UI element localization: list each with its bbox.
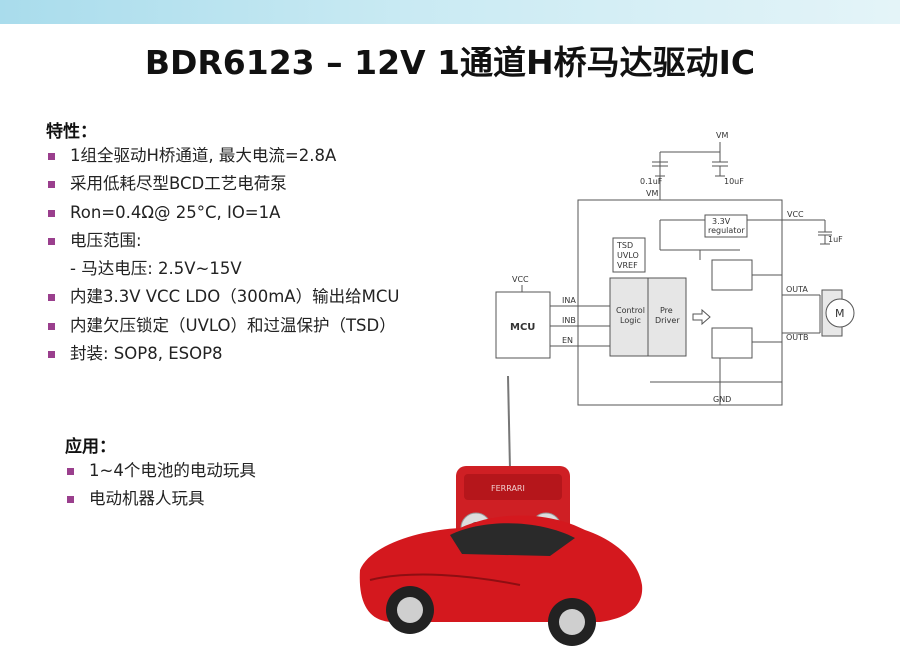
application-text: 电动机器人玩具 — [89, 489, 205, 509]
bullet-icon — [67, 468, 74, 475]
diagram-vcc-label: VCC — [512, 275, 529, 284]
diagram-mcu: MCU — [510, 322, 535, 333]
feature-item: - 马达电压: 2.5V~15V — [46, 255, 399, 283]
application-item: 电动机器人玩具 — [65, 485, 256, 513]
diagram-tsd-2: UVLO — [617, 251, 639, 260]
feature-text: 采用低耗尽型BCD工艺电荷泵 — [70, 174, 287, 194]
feature-text: 1组全驱动H桥通道, 最大电流=2.8A — [70, 146, 337, 165]
diagram-outb: OUTB — [786, 333, 809, 342]
bullet-icon — [48, 209, 55, 217]
diagram-tsd-1: TSD — [616, 241, 633, 250]
feature-text: 内建欠压锁定（UVLO）和过温保护（TSD） — [70, 315, 396, 335]
diagram-control-1: Control — [616, 306, 645, 315]
diagram-outa: OUTA — [786, 285, 808, 294]
feature-text: - 马达电压: 2.5V~15V — [70, 259, 242, 279]
feature-text: 电压范围: — [70, 230, 142, 250]
remote-brand: FERRARI — [491, 484, 525, 493]
diagram-cap2: 10uF — [724, 177, 744, 186]
bullet-icon — [48, 351, 55, 359]
bullet-icon — [48, 153, 55, 160]
diagram-tsd-3: VREF — [617, 261, 638, 270]
feature-text: 封装: SOP8, ESOP8 — [70, 344, 223, 364]
diagram-motor: M — [835, 307, 845, 320]
applications-list: 1~4个电池的电动玩具电动机器人玩具 — [65, 457, 256, 514]
diagram-pre-1: Pre — [660, 306, 673, 315]
feature-item: 封装: SOP8, ESOP8 — [46, 340, 399, 368]
diagram-vm-top: VM — [716, 131, 728, 140]
top-banner — [0, 0, 900, 24]
feature-item: 1组全驱动H桥通道, 最大电流=2.8A — [46, 142, 399, 170]
diagram-vm-pin: VM — [646, 189, 658, 198]
feature-item: Ron=0.4Ω@ 25°C, IO=1A — [46, 199, 399, 227]
diagram-vcc-pin: VCC — [787, 210, 804, 219]
feature-item: 采用低耗尽型BCD工艺电荷泵 — [46, 170, 399, 198]
feature-text: 内建3.3V VCC LDO（300mA）输出给MCU — [70, 287, 400, 307]
diagram-regulator-1: 3.3V — [712, 217, 731, 226]
bullet-icon — [48, 322, 55, 330]
diagram-regulator-2: regulator — [708, 226, 745, 235]
feature-item: 内建3.3V VCC LDO（300mA）输出给MCU — [46, 283, 399, 311]
feature-item: 内建欠压锁定（UVLO）和过温保护（TSD） — [46, 312, 399, 340]
diagram-control-2: Logic — [620, 316, 641, 325]
diagram-cap1: 0.1uF — [640, 177, 663, 186]
diagram-en: EN — [562, 336, 573, 345]
features-list: 1组全驱动H桥通道, 最大电流=2.8A 采用低耗尽型BCD工艺电荷泵 Ron=0.… — [46, 142, 399, 368]
features-heading: 特性： — [46, 122, 97, 142]
diagram-ina: INA — [562, 296, 576, 305]
bullet-icon — [48, 294, 55, 302]
diagram-cap3: 1uF — [828, 235, 843, 244]
toy-car-image: FERRARI — [359, 375, 643, 646]
circuit-diagram: VM 0.1uF 10uF VM 3.3V regulator VCC 1uF … — [495, 131, 855, 406]
bullet-icon — [48, 237, 55, 245]
bullet-icon — [67, 496, 74, 504]
diagram-gnd: GND — [713, 395, 731, 404]
diagram-inb: INB — [562, 316, 576, 325]
bullet-icon — [48, 181, 55, 189]
applications-heading: 应用： — [65, 437, 116, 457]
application-item: 1~4个电池的电动玩具 — [65, 457, 256, 485]
application-text: 1~4个电池的电动玩具 — [89, 461, 256, 480]
page-title: BDR6123 – 12V 1通道H桥马达驱动IC — [144, 43, 756, 82]
feature-item: 电压范围: — [46, 227, 399, 255]
diagram-pre-2: Driver — [655, 316, 680, 325]
feature-text: Ron=0.4Ω@ 25°C, IO=1A — [70, 202, 281, 222]
